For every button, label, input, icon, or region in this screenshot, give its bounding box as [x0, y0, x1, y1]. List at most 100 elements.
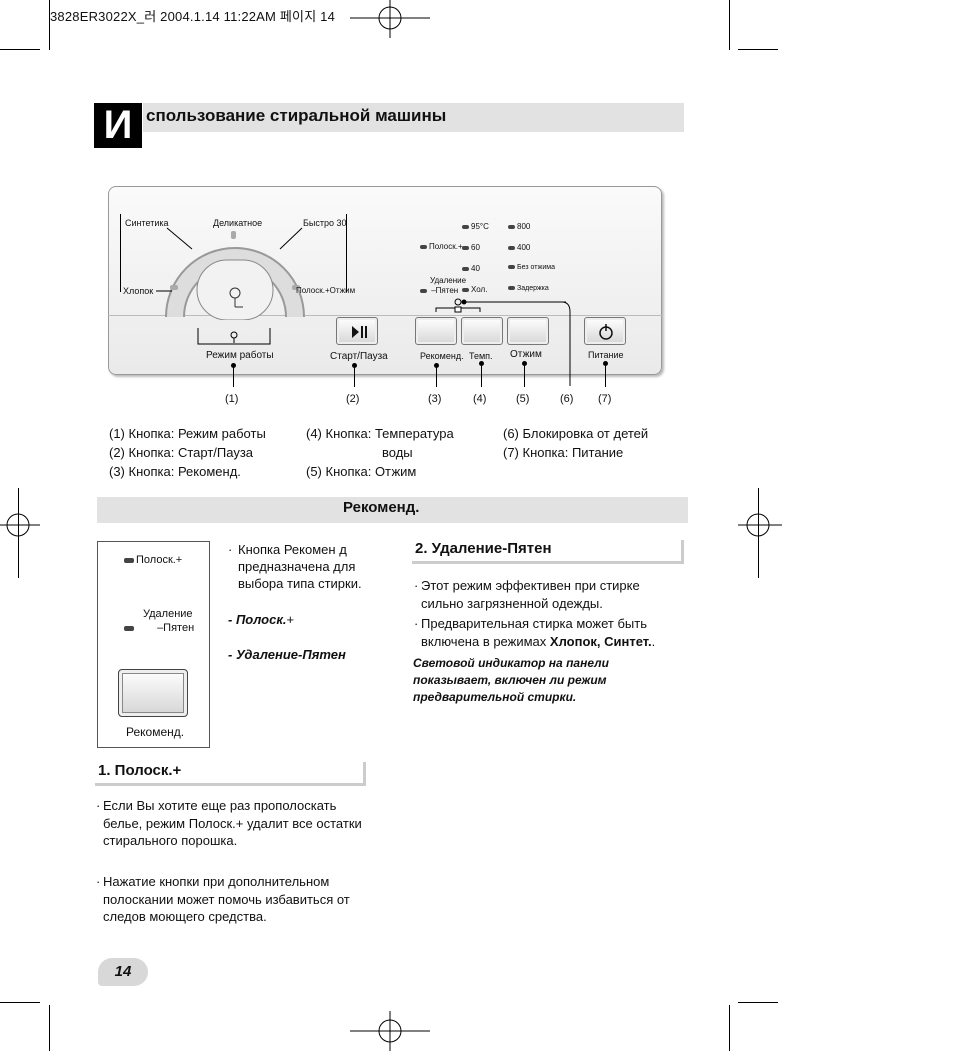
crop-mark — [0, 1002, 40, 1003]
crop-mark — [49, 0, 50, 50]
spin-button[interactable] — [507, 317, 549, 345]
led-temp-60: 60 — [462, 243, 480, 252]
crop-mark — [0, 49, 40, 50]
callout-line — [524, 365, 525, 387]
crop-mark — [758, 488, 759, 578]
led-spin-800: 800 — [508, 222, 530, 231]
power-button-label: Питание — [588, 350, 624, 360]
crop-mark — [738, 49, 778, 50]
led-stain-line2: –Пятен — [431, 286, 459, 295]
temp-button-label: Темп. — [469, 351, 493, 361]
led-temp-40-label: 40 — [471, 264, 480, 273]
callout-line — [233, 367, 234, 387]
legend-item-2: (2) Кнопка: Старт/Пауза — [109, 445, 254, 460]
page-number: 14 — [98, 958, 148, 986]
legend-item-4-cont: воды — [382, 445, 413, 460]
intro-bullet: · Кнопка Рекомен д предназначена для выб… — [228, 541, 378, 592]
dial-leader-lines — [156, 227, 303, 292]
led-indicator-icon — [508, 224, 515, 229]
illus-rinse-label: Полоск.+ — [136, 554, 183, 566]
bullet-icon: · — [414, 616, 419, 631]
legend-item-5: (5) Кнопка: Отжим — [306, 464, 417, 479]
section2-bullet2-suffix: . — [651, 633, 656, 649]
crop-mark — [18, 488, 19, 578]
led-delay: Задержка — [508, 285, 549, 292]
callout-line — [481, 365, 482, 387]
page-title: спользование стиральной машины — [146, 106, 447, 125]
callout-line — [436, 367, 437, 387]
section-title: Рекоменд. — [343, 499, 420, 516]
led-indicator-icon — [462, 287, 469, 292]
led-indicator-icon — [462, 245, 469, 250]
dial-label-cotton: Хлопок — [123, 286, 154, 296]
registration-mark-icon — [738, 513, 782, 537]
crop-mark — [729, 1005, 730, 1051]
led-temp-cold: Хол. — [462, 285, 487, 294]
legend-item-4: (4) Кнопка: Температура — [306, 426, 454, 441]
section2-bullet1-text: Этот режим эффективен при стирке сильно … — [421, 578, 640, 611]
section1-bullet1-text: Если Вы хотите еще раз прополоскать бель… — [103, 798, 362, 848]
section2-bullet2-bold: Хлопок, Синтет. — [549, 633, 652, 649]
led-stain-line1: Удаление — [430, 276, 467, 285]
section1-bullet2: · Нажатие кнопки при дополнительном поло… — [96, 873, 376, 926]
recommend-button-label: Рекоменд. — [420, 351, 464, 361]
callout-dot — [434, 363, 439, 368]
led-stain-removal: –Пятен — [420, 286, 458, 295]
led-spin-800-label: 800 — [517, 222, 531, 231]
registration-mark-icon — [350, 1011, 430, 1051]
panel-divider — [108, 315, 662, 316]
dial-label-synthetics: Синтетика — [125, 218, 169, 228]
child-lock-icon — [435, 298, 566, 313]
section1-bullet2-text: Нажатие кнопки при дополнительном полоск… — [103, 874, 350, 924]
callout-dot — [479, 361, 484, 366]
callout-dot — [522, 361, 527, 366]
power-button[interactable] — [584, 317, 626, 345]
registration-mark-icon — [0, 513, 40, 537]
callout-dot — [352, 363, 357, 368]
print-header: 3828ER3022X_러 2004.1.14 11:22AM 페이지 14 — [50, 9, 336, 24]
intro-item1-label: - Полоск. — [228, 612, 287, 627]
led-indicator-icon — [124, 625, 134, 631]
led-temp-95-label: 95°C — [471, 222, 489, 231]
section2-heading: 2. Удаление-Пятен — [415, 540, 552, 557]
led-indicator-icon — [508, 286, 515, 291]
illus-stain-led: –Пятен — [124, 622, 194, 634]
led-rinse-plus: Полоск.+ — [420, 242, 463, 251]
section2-bullet2-text: Предварительная стирка может быть включе… — [414, 615, 676, 650]
intro-item-rinse: - Полоск.+ — [228, 611, 294, 628]
callout-number: (5) — [516, 393, 530, 405]
callout-number: (7) — [598, 393, 612, 405]
intro-text: Кнопка Рекомен д предназначена для выбор… — [238, 542, 362, 591]
led-no-spin: Без отжима — [508, 264, 555, 271]
section1-header: 1. Полоск.+ — [95, 762, 366, 786]
bullet-icon: · — [96, 874, 101, 889]
callout-number: (4) — [473, 393, 487, 405]
start-pause-button[interactable] — [336, 317, 378, 345]
section1-heading: 1. Полоск.+ — [98, 762, 182, 779]
illus-recommend-button — [118, 669, 188, 717]
led-rinse-plus-label: Полоск.+ — [429, 242, 463, 251]
led-indicator-icon — [420, 244, 427, 249]
callout-number: (2) — [346, 393, 360, 405]
legend-item-6: (6) Блокировка от детей — [503, 426, 649, 441]
led-indicator-icon — [508, 265, 515, 270]
led-indicator-icon — [124, 557, 134, 563]
illus-button-label: Рекоменд. — [126, 725, 185, 739]
play-pause-icon — [352, 326, 367, 338]
dial-label-delicate: Деликатное — [213, 218, 263, 228]
dial-label-quick30: Быстро 30 — [303, 218, 347, 228]
mode-button-label: Режим работы — [206, 350, 274, 361]
dial-bracket — [120, 214, 121, 292]
crop-mark — [49, 1005, 50, 1051]
section1-bullet1: · Если Вы хотите еще раз прополоскать бе… — [96, 797, 376, 850]
intro-item1-suffix: + — [286, 612, 295, 627]
registration-mark-icon — [350, 0, 430, 38]
led-temp-60-label: 60 — [471, 243, 480, 252]
bullet-icon: · — [414, 578, 419, 593]
start-pause-label: Старт/Пауза — [330, 351, 388, 362]
led-spin-400-label: 400 — [517, 243, 531, 252]
bullet-icon: · — [228, 542, 233, 557]
temp-button[interactable] — [461, 317, 503, 345]
illus-stain-line2: –Пятен — [157, 622, 195, 634]
recommend-button[interactable] — [415, 317, 457, 345]
